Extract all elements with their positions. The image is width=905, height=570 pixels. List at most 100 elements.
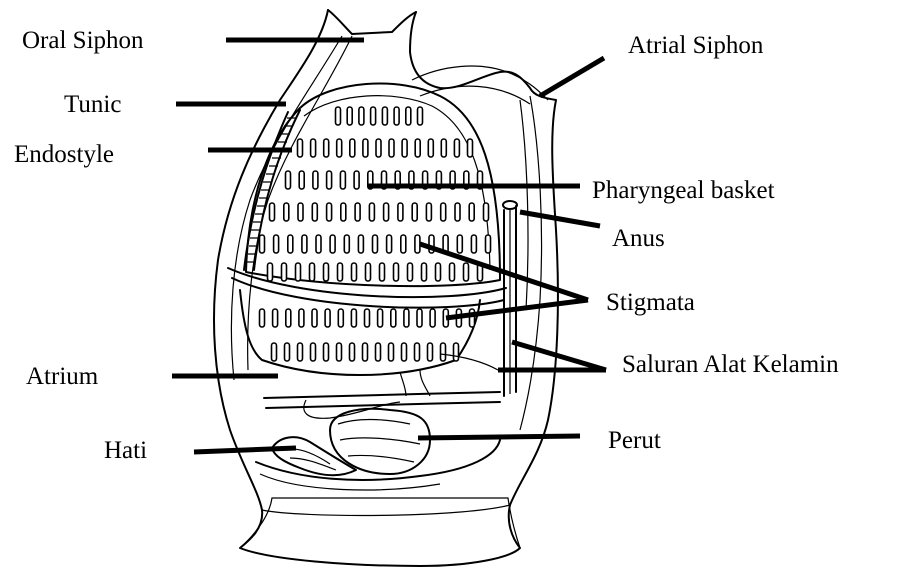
stigma-slit [260,235,265,253]
stigma-slit [296,263,301,281]
stigma-slit [286,309,291,327]
stigma-slit [330,235,335,253]
stigma-slit [387,235,392,253]
stigma-slit [471,235,476,253]
stigma-slit [369,203,374,221]
stigma-slit [426,203,431,221]
stigma-slit [350,343,355,361]
stigma-slit [286,171,291,189]
label-stigmata: Stigmata [606,290,695,315]
stigma-slit [398,203,403,221]
stigma-slit [415,139,420,157]
stigma-slit [418,107,423,125]
stigma-slit [422,263,427,281]
stigma-slit [311,343,316,361]
stigmata-slits [260,107,491,361]
stigma-slit [311,139,316,157]
stigma-slit [436,263,441,281]
stigma-slit [366,263,371,281]
stigma-slit [402,139,407,157]
stigma-slit [486,235,491,253]
stigma-slit [484,203,489,221]
stigma-slit [340,171,345,189]
stigma-slit [394,107,399,125]
stigma-slit [324,343,329,361]
stigma-slit [273,309,278,327]
stigma-slit [298,343,303,361]
stigma-slit [406,107,411,125]
stigma-slit [382,107,387,125]
stigma-slit [337,343,342,361]
stigma-slit [378,309,383,327]
label-tunic: Tunic [64,92,121,117]
stigma-slit [327,203,332,221]
label-pharyngeal-basket: Pharyngeal basket [592,178,775,203]
stigma-slit [355,203,360,221]
stigma-slit [415,235,420,253]
stigma-slit [408,263,413,281]
stigma-slit [454,343,459,361]
stigma-slit [376,343,381,361]
stigma-slit [312,203,317,221]
stigma-slit [428,139,433,157]
stigma-slit [347,107,352,125]
stigma-slit [336,107,341,125]
stigma-slit [298,203,303,221]
stigma-slit [376,139,381,157]
stigma-slit [401,235,406,253]
stigma-slit [327,171,332,189]
stigma-slit [441,203,446,221]
leader-saluran-1 [512,342,606,370]
stigma-slit [274,235,279,253]
stigma-slit [325,309,330,327]
stigma-slit [285,343,290,361]
stigma-slit [338,309,343,327]
stigma-slit [358,235,363,253]
stigma-slit [417,309,422,327]
stigma-slit [391,309,396,327]
stigma-slit [352,263,357,281]
stigma-slit [430,309,435,327]
stigma-slit [363,139,368,157]
stigma-slit [469,203,474,221]
stigma-slit [284,203,289,221]
stigma-slit [313,171,318,189]
stigma-slit [384,203,389,221]
stigma-slit [389,343,394,361]
stigma-slit [312,309,317,327]
gut-loop [256,392,500,490]
stigma-slit [298,139,303,157]
stigma-slit [344,235,349,253]
stigma-slit [371,107,376,125]
stigma-slit [324,139,329,157]
label-endostyle: Endostyle [14,142,114,167]
label-atrium: Atrium [26,364,98,389]
stigma-slit [288,235,293,253]
stigma-slit [454,139,459,157]
stigma-slit [299,309,304,327]
stigma-slit [373,235,378,253]
stigma-slit [402,343,407,361]
stigma-slit [464,263,469,281]
stigma-slit [441,343,446,361]
stigma-slit [365,309,370,327]
stigma-slit [470,309,475,327]
stigma-slit [389,139,394,157]
leader-anus [520,212,600,226]
stigma-slit [468,139,473,157]
stigma-slit [359,107,364,125]
stigma-slit [351,309,356,327]
stigma-slit [457,235,462,253]
stigma-slit [428,343,433,361]
stigma-slit [450,263,455,281]
leader-perut [418,436,580,438]
stigma-slit [268,263,273,281]
stigma-slit [282,263,287,281]
stigma-slit [350,139,355,157]
leader-hati [194,448,296,452]
label-atrial-siphon: Atrial Siphon [628,33,763,58]
stigma-slit [299,171,304,189]
stigma-slit [341,203,346,221]
stigma-slit [324,263,329,281]
